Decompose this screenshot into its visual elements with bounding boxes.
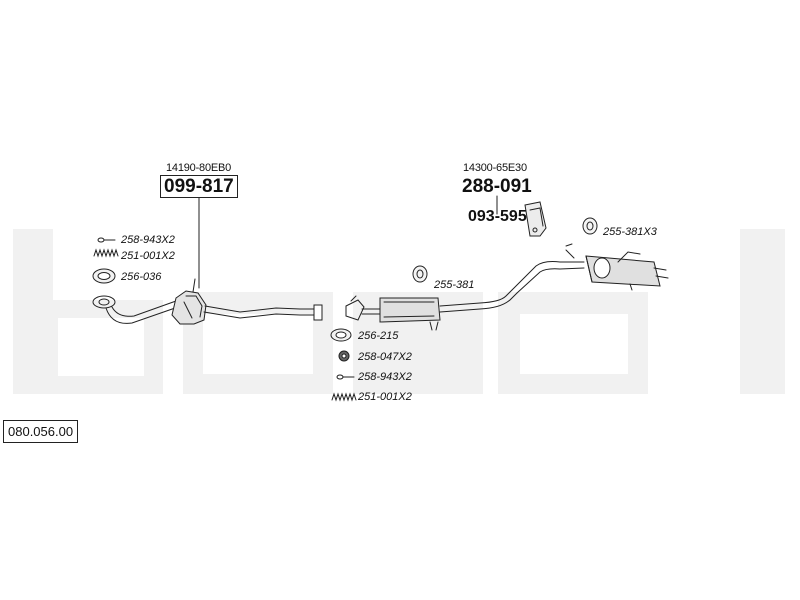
gasket-icon-front — [92, 268, 116, 284]
oem-number-rear: 14300-65E30 — [463, 162, 527, 174]
part-label-mid-ring: 258-047X2 — [358, 351, 412, 363]
rear-section-drawing — [511, 243, 669, 294]
part-label-front-bolt: 258-943X2 — [121, 234, 175, 246]
part-label-rear-hanger: 255-381X3 — [603, 226, 657, 238]
bolt-icon-mid — [336, 374, 355, 380]
spring-icon-front — [93, 248, 119, 258]
part-number-rear-section: 288-091 — [462, 176, 532, 197]
middle-silencer-drawing — [345, 289, 518, 331]
oem-number-front: 14190-80EB0 — [166, 162, 232, 174]
part-label-mid-bolt: 258-943X2 — [358, 371, 412, 383]
part-number-rear-bracket: 093-595 — [468, 208, 527, 225]
front-pipe-drawing — [92, 278, 323, 325]
spring-icon-mid — [331, 392, 357, 402]
part-label-mid-hanger: 255-381 — [434, 279, 475, 291]
part-label-front-gasket: 256-036 — [121, 271, 162, 283]
bolt-icon-front — [97, 237, 116, 243]
ring-icon-mid — [338, 350, 350, 362]
part-label-front-spring: 251-001X2 — [121, 250, 175, 262]
rear-bracket-drawing — [524, 201, 547, 237]
gasket-icon-mid — [330, 328, 352, 342]
part-number-front-pipe: 099-817 — [160, 175, 238, 198]
part-label-mid-spring: 251-001X2 — [358, 391, 412, 403]
part-label-mid-gasket: 256-215 — [358, 330, 399, 342]
reference-number: 080.056.00 — [3, 420, 79, 443]
rubber-hanger-rear — [582, 217, 598, 235]
rubber-hanger-mid — [412, 265, 428, 283]
